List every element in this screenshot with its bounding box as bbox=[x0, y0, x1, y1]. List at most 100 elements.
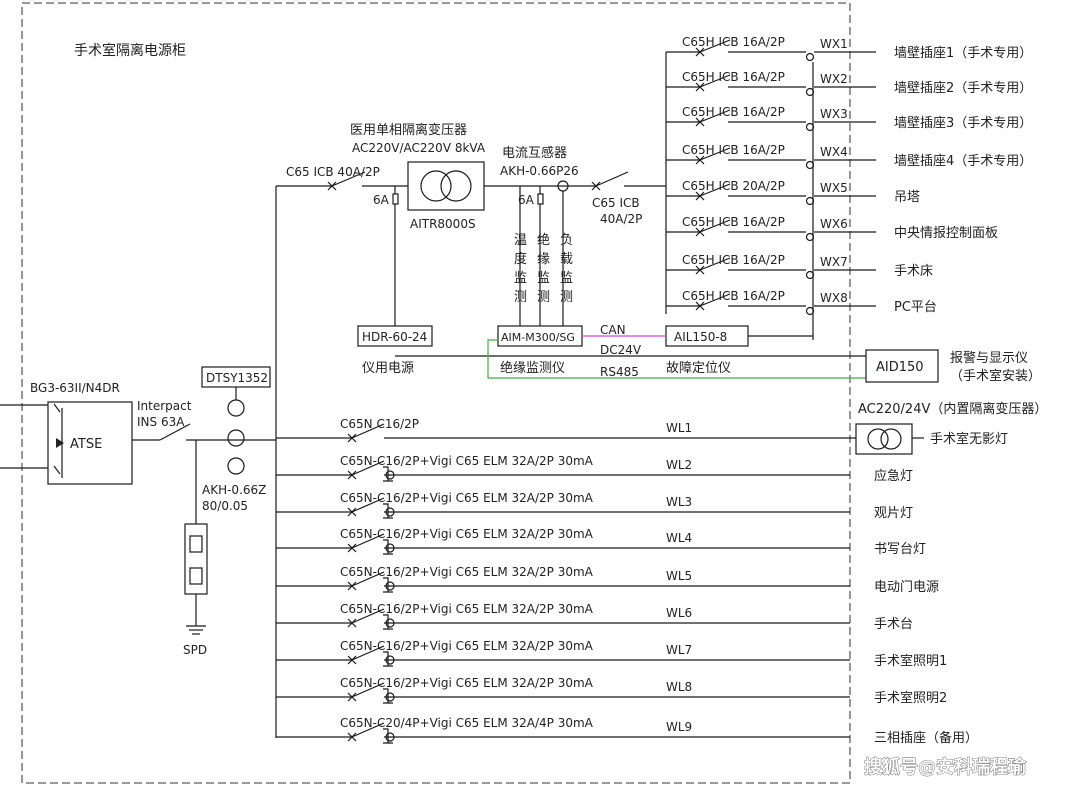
breaker-x bbox=[695, 47, 705, 57]
wl-circuit-3: C65N-C16/2P+Vigi C65 ELM 32A/2P 30mA WL3 观… bbox=[276, 491, 913, 521]
monitor-load: 负载监测 bbox=[560, 233, 573, 305]
ct-sensor-title: 电流互感器 bbox=[502, 145, 567, 161]
wx-id-label: WX2 bbox=[820, 72, 848, 86]
wl1-transformer-label: AC220/24V（内置隔离变压器） bbox=[858, 401, 1047, 417]
fuse1-label: 6A bbox=[373, 193, 390, 207]
wl-breaker-label: C65N-C16/2P+Vigi C65 ELM 32A/2P 30mA bbox=[340, 602, 594, 616]
rcd-symbol bbox=[383, 651, 393, 667]
can-label: CAN bbox=[600, 323, 626, 337]
rcd-symbol bbox=[383, 503, 393, 519]
wl-load-label[interactable]: 手术室照明2 bbox=[874, 690, 947, 706]
wl-id-label: WL6 bbox=[666, 606, 692, 620]
wl-load-label[interactable]: 手术室无影灯 bbox=[930, 431, 1008, 447]
wx-load-label[interactable]: PC平台 bbox=[894, 300, 937, 315]
wl1-transformer-box bbox=[855, 423, 913, 455]
wl-load-label[interactable]: 观片灯 bbox=[874, 506, 913, 521]
breaker-x bbox=[347, 507, 357, 517]
aid-label: AID150 bbox=[876, 360, 924, 375]
wl-breaker-label: C65N-C16/2P+Vigi C65 ELM 32A/2P 30mA bbox=[340, 639, 594, 653]
wx-breaker-label: C65H ICB 16A/2P bbox=[682, 253, 785, 267]
wl-circuit-9: C65N-C20/4P+Vigi C65 ELM 32A/4P 30mA WL9 三… bbox=[276, 716, 978, 746]
wl-breaker-label: C65N-C16/2P+Vigi C65 ELM 32A/2P 30mA bbox=[340, 491, 594, 505]
wl-breaker-label: C65N-C20/4P+Vigi C65 ELM 32A/4P 30mA bbox=[340, 716, 594, 730]
hdr-caption: 仪用电源 bbox=[362, 361, 414, 376]
wl-id-label: WL3 bbox=[666, 495, 692, 509]
aid-box[interactable] bbox=[865, 349, 939, 383]
breaker-contact bbox=[351, 571, 385, 587]
breaker-contact bbox=[699, 219, 731, 233]
alarm-label-2: （手术室安装） bbox=[950, 368, 1041, 384]
transformer-coil-1 bbox=[420, 170, 452, 202]
wl-load-label[interactable]: 应急灯 bbox=[874, 468, 913, 484]
wx-load-label[interactable]: 墙壁插座4（手术专用） bbox=[894, 154, 1032, 169]
wx-load-label[interactable]: 吊塔 bbox=[894, 190, 920, 205]
fuse2-label: 6A bbox=[518, 193, 535, 207]
wx-load-label[interactable]: 墙壁插座2（手术专用） bbox=[894, 81, 1032, 96]
wx-load-label[interactable]: 墙壁插座1（手术专用） bbox=[894, 46, 1032, 61]
fuse1 bbox=[392, 193, 399, 205]
breaker-contact bbox=[351, 497, 385, 513]
wl-id-label: WL7 bbox=[666, 643, 692, 657]
wx-breaker-label: C65H ICB 16A/2P bbox=[682, 105, 785, 119]
monitor-insulation: 绝缘监测 bbox=[537, 232, 550, 305]
transformer-title: 医用单相隔离变压器 bbox=[350, 122, 467, 138]
rcd-symbol bbox=[383, 614, 393, 630]
wx-id-label: WX6 bbox=[820, 217, 848, 231]
rcd-symbol bbox=[383, 577, 393, 593]
sense-point bbox=[805, 232, 815, 242]
wx-circuits: C65H ICB 16A/2P WX1 墙壁插座1（手术专用） C65H ICB 16… bbox=[666, 35, 1032, 316]
breaker-x bbox=[347, 618, 357, 628]
breaker-contact bbox=[699, 74, 731, 88]
wl-load-label[interactable]: 电动门电源 bbox=[874, 580, 939, 595]
atse-breaker-label: BG3-63II/N4DR bbox=[30, 381, 120, 395]
cabinet-boundary bbox=[21, 2, 851, 784]
wx-breaker-label: C65H ICB 20A/2P bbox=[682, 179, 785, 193]
breaker-x bbox=[695, 301, 705, 311]
wl-load-label[interactable]: 手术室照明1 bbox=[874, 653, 947, 669]
wl-id-label: WL9 bbox=[666, 720, 692, 734]
breaker-mid-label-1: C65 ICB bbox=[592, 196, 640, 210]
ct-label-1: AKH-0.66Z bbox=[202, 483, 266, 497]
wx-id-label: WX8 bbox=[820, 291, 848, 305]
breaker-mid-label-2: 40A/2P bbox=[600, 212, 642, 226]
hdr-box[interactable] bbox=[357, 325, 433, 347]
breaker-contact bbox=[699, 39, 731, 53]
breaker-x bbox=[347, 655, 357, 665]
breaker-contact bbox=[699, 147, 731, 161]
wx-load-label[interactable]: 手术床 bbox=[894, 264, 933, 279]
breaker-contact bbox=[351, 460, 385, 476]
modules-section: HDR-60-24 仪用电源 AIM-M300/SG 绝缘监测仪 AIL150-… bbox=[357, 323, 1041, 384]
wl-circuit-6: C65N-C16/2P+Vigi C65 ELM 32A/2P 30mA WL6 手… bbox=[276, 602, 913, 632]
wl-load-label[interactable]: 手术台 bbox=[874, 617, 913, 632]
wl-id-label: WL4 bbox=[666, 531, 692, 545]
wx-id-label: WX4 bbox=[820, 145, 848, 159]
sense-point bbox=[805, 160, 815, 170]
wx-load-label[interactable]: 墙壁插座3（手术专用） bbox=[894, 116, 1032, 131]
wl-load-label[interactable]: 书写台灯 bbox=[874, 542, 926, 557]
breaker-x bbox=[347, 692, 357, 702]
wl-id-label: WL8 bbox=[666, 680, 692, 694]
breaker-x bbox=[347, 581, 357, 591]
spd-label: SPD bbox=[183, 643, 207, 657]
wx-breaker-label: C65H ICB 16A/2P bbox=[682, 289, 785, 303]
wl-load-label[interactable]: 三相插座（备用） bbox=[874, 730, 978, 746]
ct-ring-3 bbox=[227, 457, 245, 475]
wl-breaker-label: C65N-C16/2P+Vigi C65 ELM 32A/2P 30mA bbox=[340, 527, 594, 541]
wl-id-label: WL2 bbox=[666, 458, 692, 472]
wx-id-label: WX1 bbox=[820, 37, 848, 51]
atse-label: ATSE bbox=[70, 437, 102, 452]
wx-id-label: WX5 bbox=[820, 181, 848, 195]
breaker-contact bbox=[699, 109, 731, 123]
rcd-symbol bbox=[383, 466, 393, 482]
wx-load-label[interactable]: 中央情报控制面板 bbox=[894, 226, 998, 241]
wl1-coil-1 bbox=[867, 428, 889, 450]
ail-caption: 故障定位仪 bbox=[666, 361, 731, 376]
